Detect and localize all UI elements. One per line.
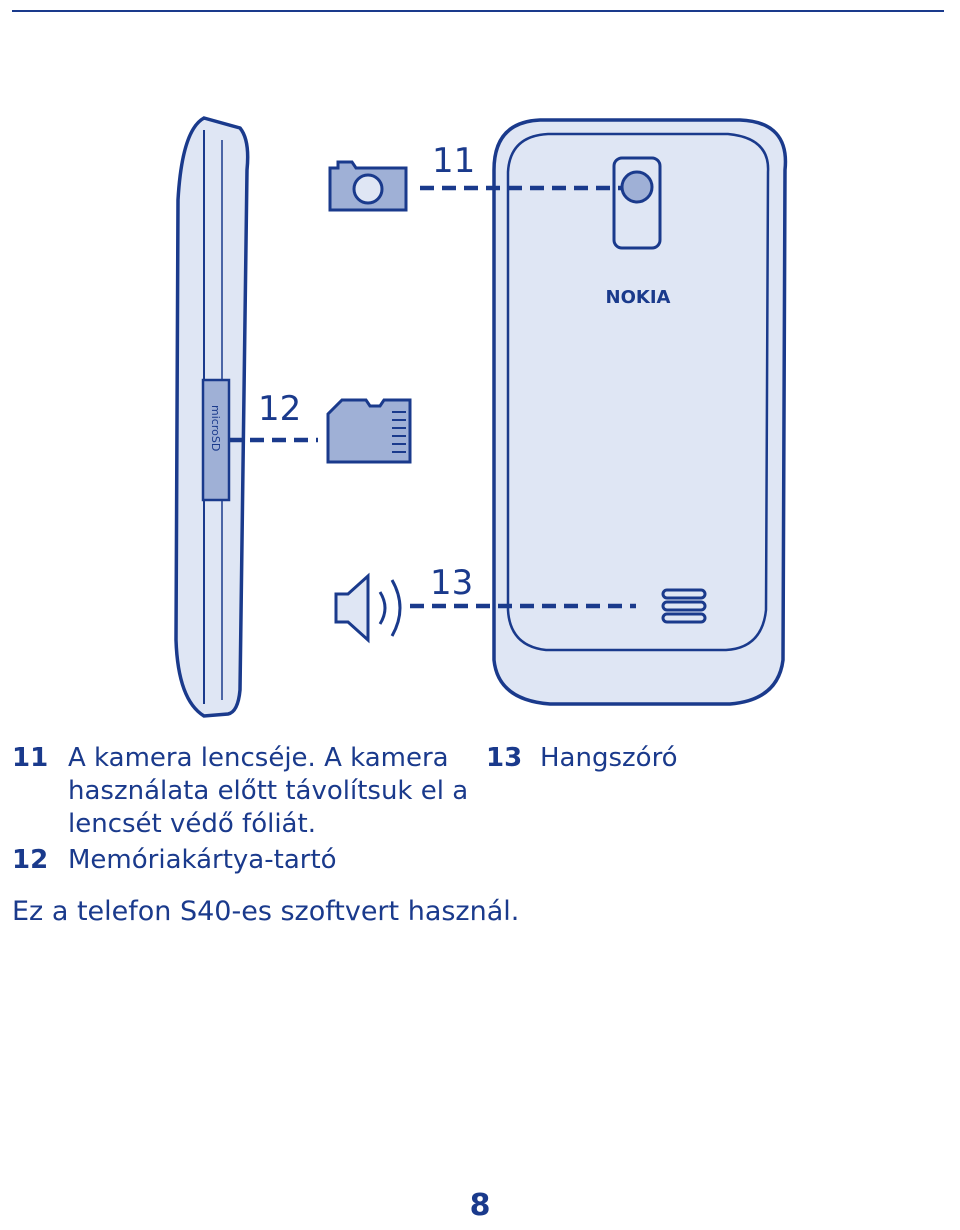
software-note: Ez a telefon S40-es szoftvert használ. <box>12 896 520 927</box>
speaker-icon <box>334 572 402 644</box>
callout-11-number: 11 <box>432 141 475 181</box>
speaker-grille <box>661 588 707 624</box>
camera-lens <box>620 170 654 204</box>
microsd-slot-label: microSD <box>209 405 222 451</box>
callout-12-number: 12 <box>258 389 301 429</box>
legend-number-12: 12 <box>12 845 49 875</box>
callout-13-number: 13 <box>430 563 473 603</box>
legend-number-13: 13 <box>486 743 523 773</box>
legend-text-12: Memóriakártya-tartó <box>68 845 337 875</box>
legend-item-11: 11 A kamera lencséje. A kamera használat… <box>12 742 482 842</box>
phone-illustration: microSD NOKIA 11 12 <box>174 116 788 718</box>
top-rule <box>12 10 944 12</box>
brand-logo: NOKIA <box>606 287 671 308</box>
legend-item-12: 12 Memóriakártya-tartó <box>12 844 482 880</box>
legend-text-11: A kamera lencséje. A kamera használata e… <box>68 743 469 839</box>
memory-card-icon <box>326 398 412 464</box>
legend-number-11: 11 <box>12 743 49 773</box>
legend-item-13: 13 Hangszóró <box>486 742 786 778</box>
phone-back-view: NOKIA <box>492 118 788 706</box>
camera-icon <box>328 160 408 212</box>
page-number: 8 <box>469 1188 491 1223</box>
legend-text-13: Hangszóró <box>540 743 678 773</box>
phone-side-view: microSD <box>174 116 250 718</box>
